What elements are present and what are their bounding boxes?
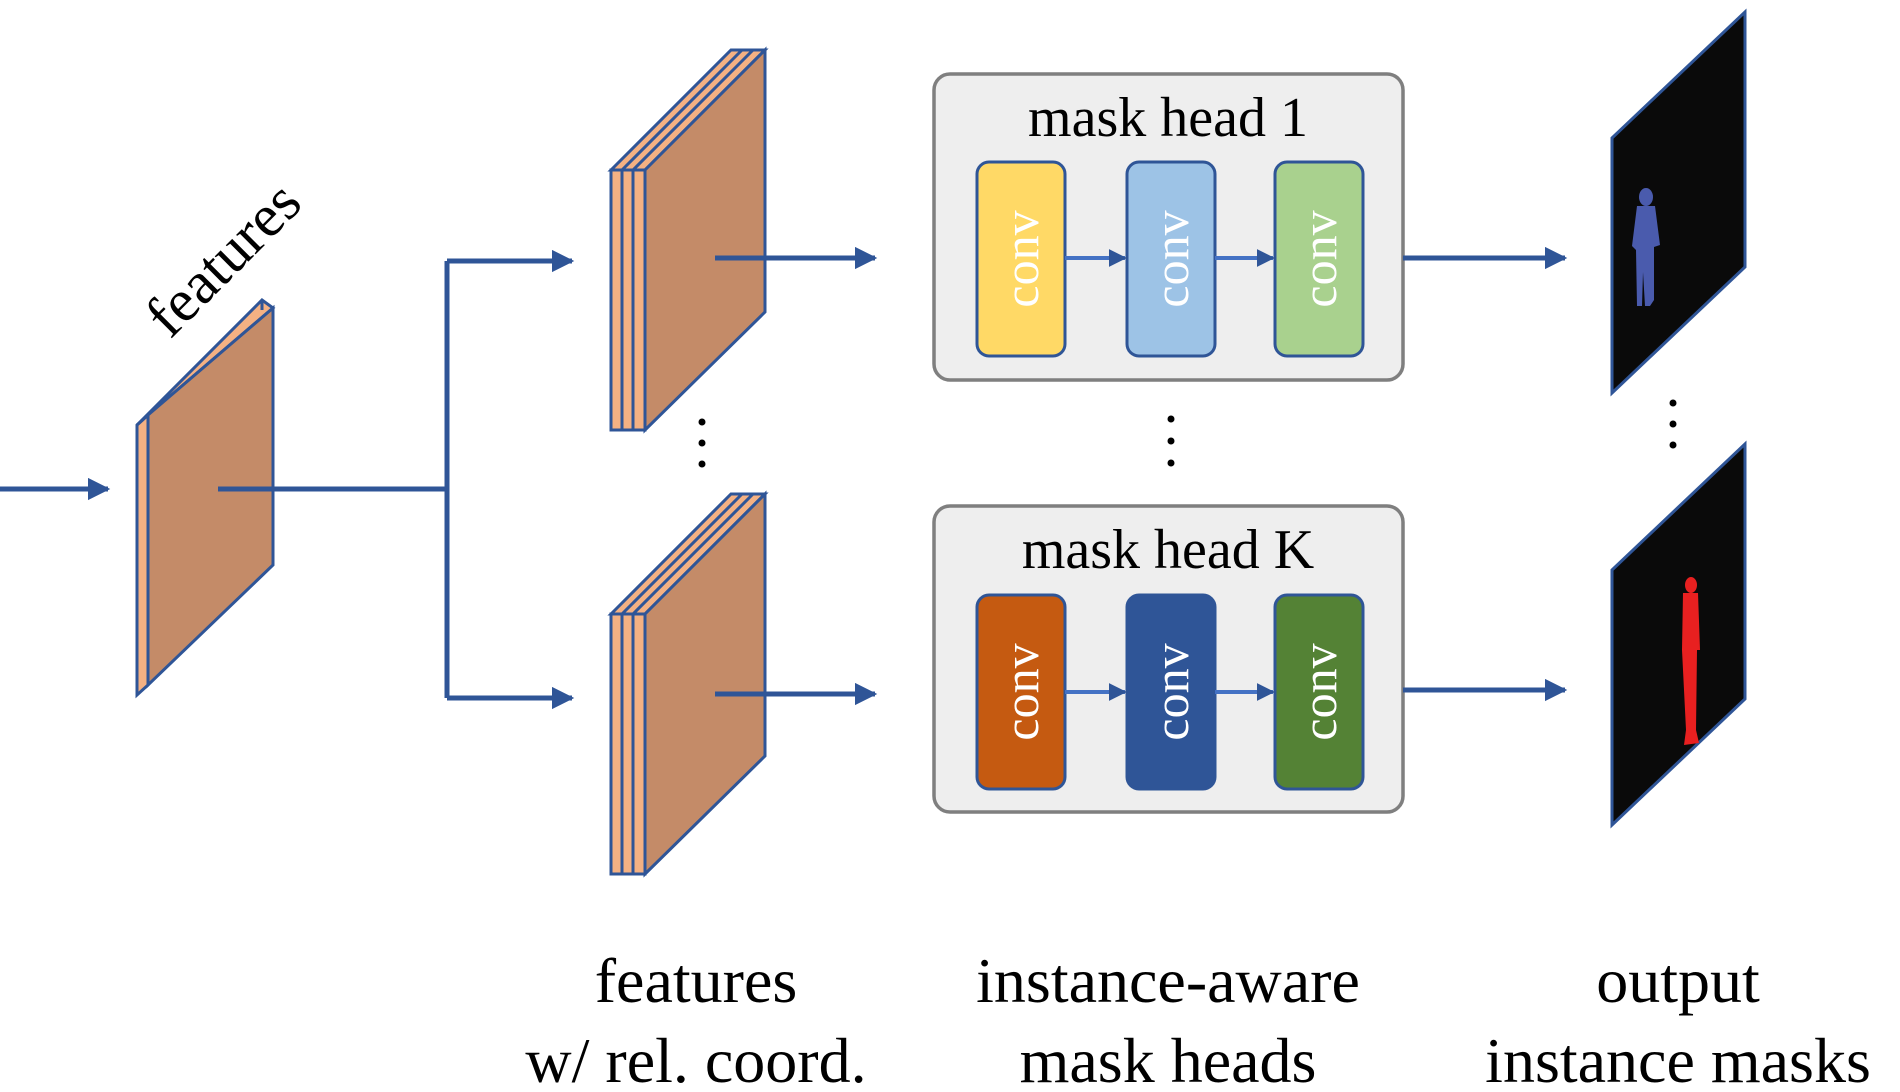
mask-head-K-title: mask head K: [1022, 519, 1314, 581]
mask-head-1: mask head 1 conv conv conv: [932, 72, 1405, 382]
caption-features-line2: w/ rel. coord.: [525, 1025, 866, 1092]
conv-label: conv: [1291, 210, 1347, 307]
caption-features-line1: features: [595, 945, 798, 1016]
mask-head-1-title: mask head 1: [1028, 87, 1308, 149]
mask-head-1-conv-3: conv: [1273, 160, 1365, 358]
input-feature-map: [135, 298, 276, 699]
conv-label: conv: [1143, 643, 1199, 740]
mask-ellipsis: [1669, 399, 1677, 449]
conv-label: conv: [993, 210, 1049, 307]
caption-output-line1: output: [1596, 945, 1760, 1016]
feature-slab-coord-1: [607, 46, 769, 434]
conv-block: [1273, 593, 1365, 791]
input-features-label: features: [133, 168, 314, 349]
conv-label: conv: [1143, 210, 1199, 307]
caption-mask-heads-line2: mask heads: [1020, 1025, 1317, 1092]
fork-connector: [218, 258, 568, 701]
person-silhouette-blue: [1632, 188, 1660, 306]
mask-head-K-conv-1: conv: [975, 593, 1067, 791]
mask-head-1-conv-1: conv: [975, 160, 1067, 358]
output-mask-K: [1610, 440, 1747, 829]
mask-head-K: mask head K conv conv conv: [932, 504, 1405, 814]
caption-mask-heads-line1: instance-aware: [976, 945, 1360, 1016]
output-mask-1: [1610, 8, 1747, 397]
conv-label: conv: [993, 643, 1049, 740]
conv-block: [1273, 160, 1365, 358]
person-silhouette-red: [1682, 577, 1700, 745]
mask-head-ellipsis: [1167, 415, 1175, 467]
feature-slab-coord-K: [607, 490, 769, 878]
caption-output-line2: instance masks: [1485, 1025, 1871, 1092]
conv-label: conv: [1291, 643, 1347, 740]
mask-head-K-conv-3: conv: [1273, 593, 1365, 791]
mask-head-1-conv-2: conv: [1125, 160, 1217, 358]
slab-ellipsis: [698, 418, 706, 468]
mask-head-K-conv-2: conv: [1125, 593, 1217, 791]
